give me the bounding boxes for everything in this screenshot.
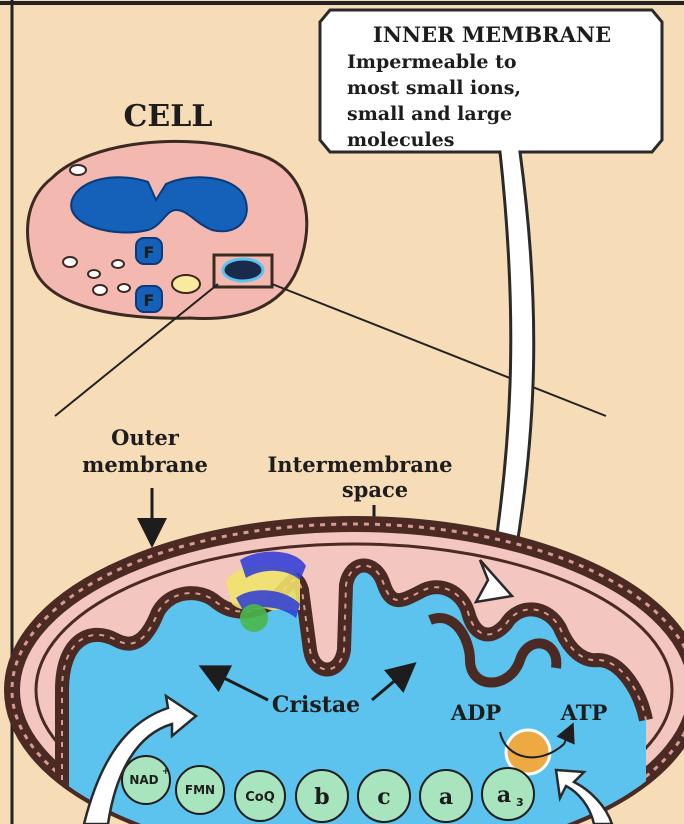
intermembrane-label-line2: space bbox=[342, 477, 408, 502]
svg-text:molecules: molecules bbox=[347, 129, 454, 151]
svg-text:a: a bbox=[439, 784, 453, 810]
svg-text:F: F bbox=[144, 291, 155, 310]
svg-text:3: 3 bbox=[516, 796, 524, 809]
chain-complex-b: b bbox=[296, 770, 348, 822]
svg-text:F: F bbox=[144, 243, 155, 262]
outer-membrane-label-line1: Outer bbox=[111, 425, 180, 450]
svg-text:+: + bbox=[162, 767, 170, 777]
svg-text:a: a bbox=[497, 782, 511, 808]
chain-complex-nad: NAD + bbox=[122, 756, 170, 804]
svg-text:b: b bbox=[314, 784, 329, 810]
intermembrane-label-line1: Intermembrane bbox=[267, 452, 452, 477]
adp-label: ADP bbox=[450, 700, 502, 725]
svg-text:c: c bbox=[377, 784, 390, 810]
svg-text:Impermeable to: Impermeable to bbox=[347, 51, 517, 73]
atp-label: ATP bbox=[560, 700, 608, 725]
svg-text:NAD: NAD bbox=[129, 773, 158, 787]
inner-membrane-title: INNER MEMBRANE bbox=[373, 22, 611, 47]
chain-complex-fmn: FMN bbox=[176, 766, 224, 814]
cell-icon bbox=[28, 141, 307, 318]
svg-text:CoQ: CoQ bbox=[245, 790, 275, 805]
svg-text:most small ions,: most small ions, bbox=[347, 77, 521, 99]
outer-membrane-label-line2: membrane bbox=[82, 452, 208, 477]
chain-complex-c: c bbox=[358, 770, 410, 822]
cristae-label: Cristae bbox=[272, 692, 360, 718]
chain-complex-a3: a 3 bbox=[482, 768, 534, 820]
chain-complex-coq: CoQ bbox=[235, 771, 285, 821]
svg-text:FMN: FMN bbox=[185, 783, 215, 797]
cell-label: CELL bbox=[124, 99, 213, 134]
chain-complex-a: a bbox=[420, 770, 472, 822]
svg-text:small and large: small and large bbox=[347, 103, 512, 125]
